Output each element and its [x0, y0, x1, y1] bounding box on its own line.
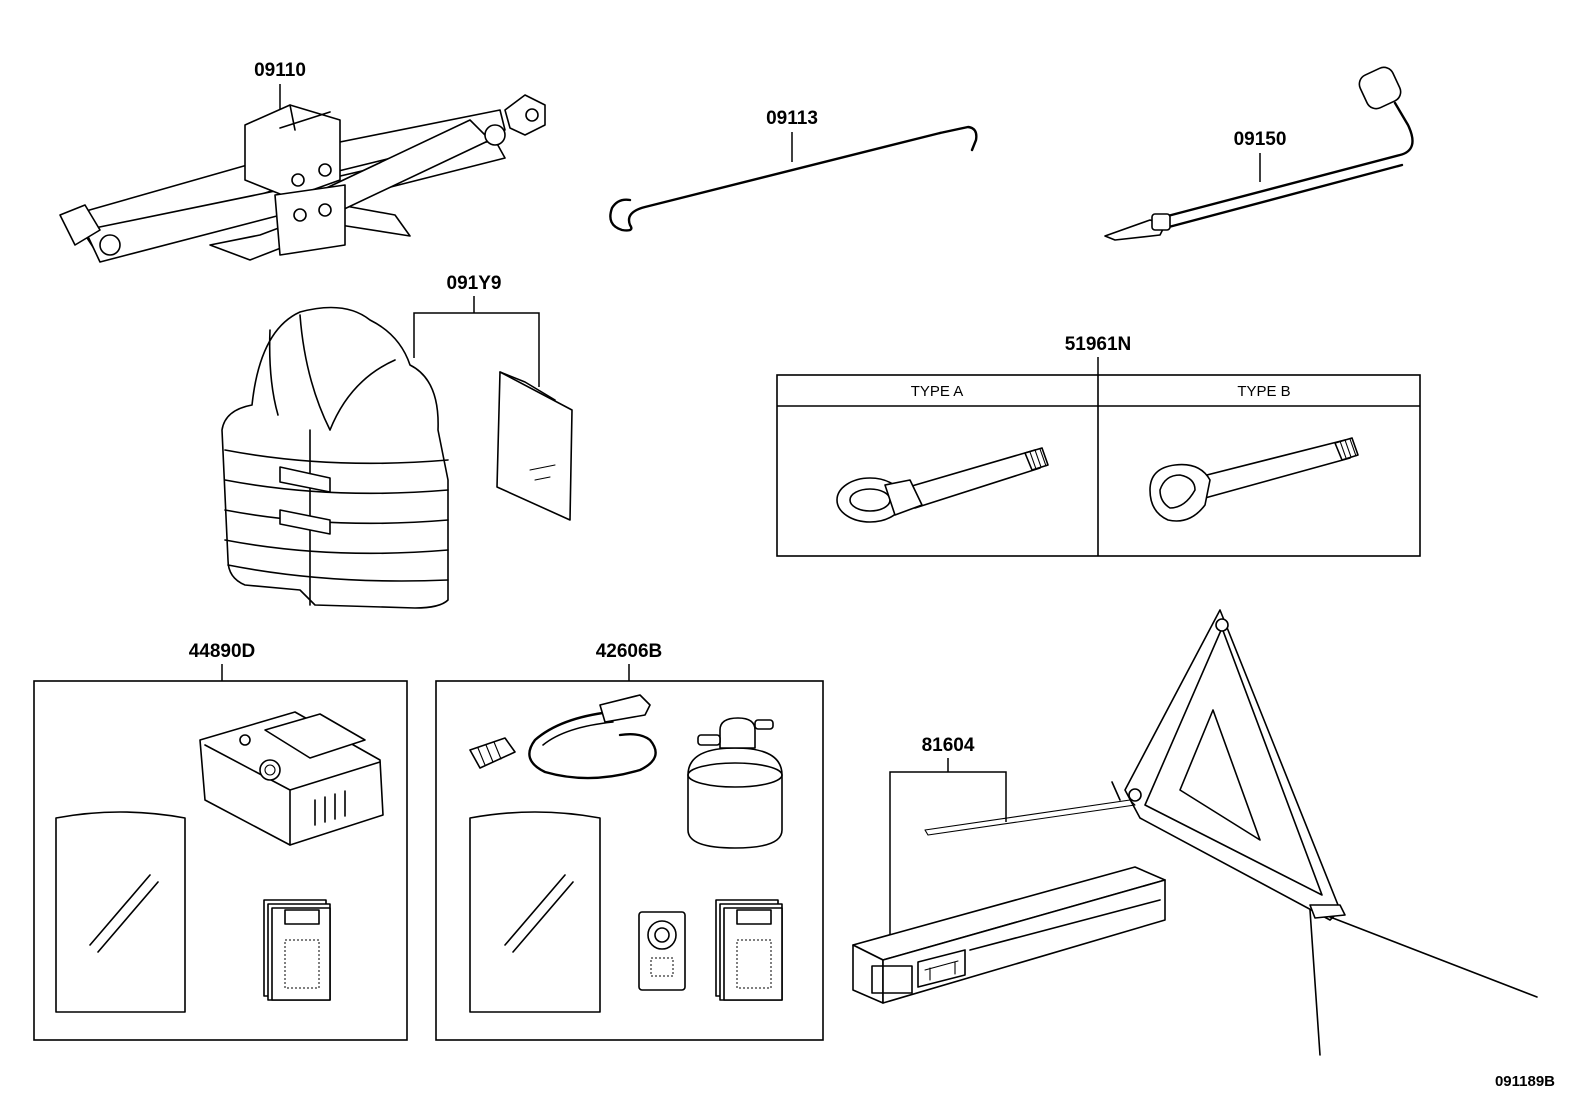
part-number-jack[interactable]: 09110: [254, 60, 306, 81]
part-number-safety-vest[interactable]: 091Y9: [447, 273, 502, 294]
repair-bag-illustration: [469, 811, 601, 1013]
repair-kit-frame: [435, 680, 824, 1041]
part-number-wheel-wrench[interactable]: 09150: [1234, 129, 1287, 150]
bracket-warning-triangle: [889, 771, 1007, 940]
vest-bag-illustration: [496, 371, 573, 521]
type-b-label: TYPE B: [1237, 383, 1290, 400]
figure-reference-number: 091189B: [1495, 1073, 1555, 1090]
towing-eye-type-b-illustration: [1149, 437, 1359, 522]
compressor-kit-group: 44890D: [33, 641, 408, 1041]
hose-illustration: [469, 694, 657, 780]
repair-manual-illustration: [715, 899, 783, 1001]
wheel-wrench-illustration: [1104, 66, 1414, 241]
repair-kit-group: 42606B: [435, 641, 824, 1041]
part-number-warning-triangle[interactable]: 81604: [922, 735, 975, 756]
safety-vest-illustration: [221, 306, 449, 609]
safety-vest-group: 091Y9: [221, 273, 573, 609]
wheel-wrench-group: 09150: [1104, 66, 1414, 241]
jack-group: 09110: [59, 60, 546, 263]
compressor-kit-frame: [33, 680, 408, 1041]
part-number-jack-handle[interactable]: 09113: [766, 108, 818, 129]
triangle-case-illustration: [852, 866, 1166, 1004]
jack-handle-group: 09113: [609, 108, 978, 232]
part-number-compressor-kit[interactable]: 44890D: [189, 641, 256, 662]
jack-illustration: [59, 94, 546, 263]
warning-triangle-group: 81604: [852, 609, 1538, 1056]
type-a-label: TYPE A: [911, 383, 964, 400]
compressor-illustration: [199, 711, 384, 846]
part-number-towing-eye[interactable]: 51961N: [1065, 334, 1132, 355]
warning-triangle-illustration: [924, 609, 1538, 1056]
jack-handle-illustration: [609, 125, 978, 232]
part-number-repair-kit[interactable]: 42606B: [596, 641, 663, 662]
speed-sticker-illustration: [638, 911, 686, 991]
compressor-bag-illustration: [55, 811, 186, 1013]
compressor-manual-illustration: [263, 899, 331, 1001]
towing-eye-type-a-illustration: [836, 447, 1049, 523]
sealant-bottle-illustration: [687, 717, 783, 849]
towing-eye-group: 51961N TYPE A TYPE B: [776, 334, 1421, 557]
bracket-safety-vest: [413, 312, 540, 387]
